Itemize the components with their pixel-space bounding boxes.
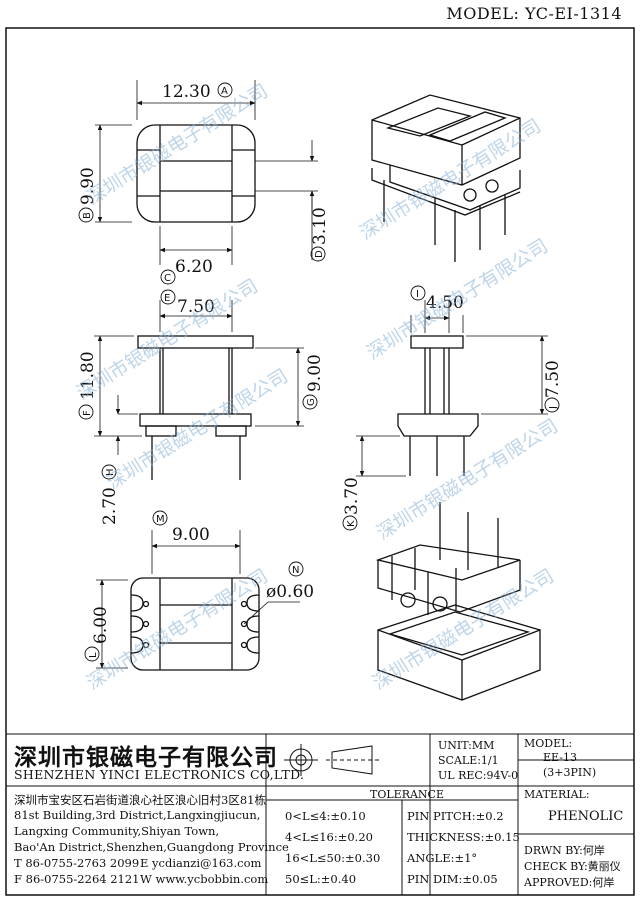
spec-pin-pitch: PIN PITCH:±0.2 <box>407 809 504 823</box>
address-line-3: Langxing Community,Shiyan Town, <box>14 824 220 838</box>
tolerance-label: TOLERANCE <box>370 788 444 801</box>
dim-c-label: C <box>164 273 171 284</box>
dim-j-value: 7.50 <box>543 360 563 398</box>
dimension-labels: 12.30 A 9.90 B 6.20 C 3.10 D E 7.50 11.8… <box>78 82 563 662</box>
dim-i-value: 4.50 <box>426 293 464 313</box>
email: E ycdianzi@163.com <box>140 856 262 870</box>
company-name-en: SHENZHEN YINCI ELECTRONICS CO,LTD. <box>14 767 305 782</box>
material-value: PHENOLIC <box>548 809 624 824</box>
dim-d-label: D <box>314 250 325 258</box>
drawn-by: DRWN BY:何岸 <box>524 844 605 857</box>
fax: F 86-0755-2264 2121 <box>14 872 140 886</box>
side-view <box>356 300 548 477</box>
dim-b-label: B <box>82 212 93 219</box>
scale-label: SCALE:1/1 <box>438 754 499 767</box>
title-block-lines <box>6 733 634 895</box>
model-header: MODEL: YC-EI-1314 <box>446 4 622 23</box>
dim-e-label: E <box>164 293 170 304</box>
spec-thickness: THICKNESS:±0.15 <box>407 830 520 844</box>
dim-c-value: 6.20 <box>175 257 213 277</box>
dim-j-label: J <box>548 406 559 410</box>
dim-g-label: G <box>306 398 317 406</box>
dim-i-label: I <box>416 289 419 300</box>
svg-text:深圳市银磁电子有限公司: 深圳市银磁电子有限公司 <box>369 565 558 694</box>
spec-angle: ANGLE:±1° <box>407 851 478 865</box>
unit-label: UNIT:MM <box>438 739 495 752</box>
dim-a-value: 12.30 <box>162 82 211 102</box>
tolerance-1: 0<L≤4:±0.10 <box>285 809 366 823</box>
model-value: EE-13 <box>543 751 577 764</box>
isometric-bottom-view <box>375 502 541 701</box>
check-by: CHECK BY:黄丽仪 <box>524 860 621 873</box>
dim-f-label: F <box>82 410 93 416</box>
top-view <box>95 80 318 265</box>
model-label: MODEL: <box>524 737 573 750</box>
svg-text:深圳市银磁电子有限公司: 深圳市银磁电子有限公司 <box>83 565 272 694</box>
dim-l-value: 6.00 <box>91 606 111 644</box>
tolerance-4: 50≤L:±0.40 <box>285 872 357 886</box>
front-view <box>94 300 304 480</box>
dim-d-value: 3.10 <box>310 207 330 245</box>
dim-l-label: L <box>88 652 99 658</box>
svg-text:深圳市银磁电子有限公司: 深圳市银磁电子有限公司 <box>103 365 292 494</box>
dim-g-value: 9.00 <box>305 354 325 392</box>
svg-text:深圳市银磁电子有限公司: 深圳市银磁电子有限公司 <box>363 235 552 364</box>
dim-h-label: H <box>105 468 116 476</box>
tolerance-2: 4<L≤16:±0.20 <box>285 830 373 844</box>
dim-f-value: 11.80 <box>78 351 98 400</box>
dim-k-label: K <box>346 520 357 527</box>
dim-n-value: ø0.60 <box>266 582 314 602</box>
dim-m-value: 9.00 <box>172 525 210 545</box>
dim-b-value: 9.90 <box>78 167 98 205</box>
dim-n-label: N <box>292 565 299 576</box>
dim-k-value: 3.70 <box>342 477 362 515</box>
svg-text:深圳市银磁电子有限公司: 深圳市银磁电子有限公司 <box>356 115 545 244</box>
model-pins: (3+3PIN) <box>543 766 597 779</box>
drawing-frame <box>5 27 635 896</box>
dim-m-label: M <box>156 514 165 525</box>
dim-h-value: 2.70 <box>100 487 120 525</box>
company-name-cn: 深圳市银磁电子有限公司 <box>14 745 278 771</box>
tel: T 86-0755-2763 2099 <box>14 856 140 870</box>
dim-a-label: A <box>221 86 228 97</box>
spec-pin-dim: PIN DIM:±0.05 <box>407 872 498 886</box>
bottom-view <box>96 530 300 671</box>
approved-by: APPROVED:何岸 <box>524 876 615 889</box>
dim-e-value: 7.50 <box>177 297 215 317</box>
address-line-1: 深圳市宝安区石岩街道浪心社区浪心旧村3区81栋 <box>14 793 266 807</box>
address-line-2: 81st Building,3rd District,Langxingjiucu… <box>14 808 261 822</box>
ul-rec-label: UL REC:94V-0 <box>438 769 519 782</box>
material-label: MATERIAL: <box>524 788 590 801</box>
address-line-4: Bao'An District,Shenzhen,Guangdong Provi… <box>14 840 289 854</box>
isometric-top-view <box>371 94 521 262</box>
web: W www.ycbobbin.com <box>140 872 269 886</box>
tolerance-3: 16<L≤50:±0.30 <box>285 851 381 865</box>
